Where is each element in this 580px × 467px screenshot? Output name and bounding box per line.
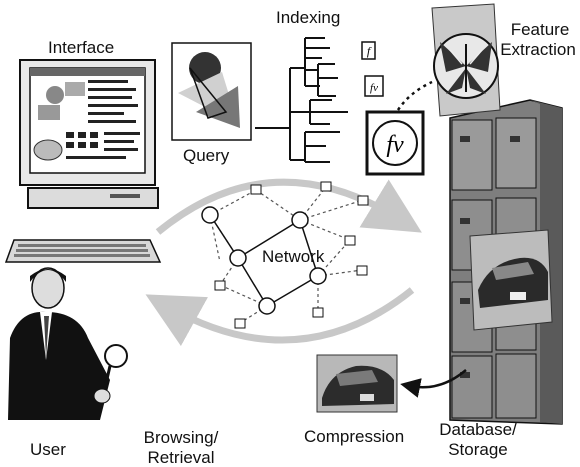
database-label-line1: Database/ [439,420,517,439]
feature-vector-text: fv [386,132,404,158]
network-label: Network [262,247,325,266]
query-label: Query [183,146,230,165]
user-figure-icon [8,267,128,420]
network-graph-icon [201,181,369,329]
small-f1-text: f [367,44,372,58]
browsing-arrow-top [155,178,422,235]
compression-arrow [400,369,467,398]
browsing-label-line1: Browsing/ [143,428,219,447]
feature-extraction-label-line2: Extraction [500,40,576,59]
browsing-label-line2: Retrieval [147,448,215,467]
query-image-icon [171,42,252,141]
small-f2-text: fv [370,82,378,94]
feature-symbol-small-2: fv [364,75,384,97]
retrieval-arrow-bottom [145,287,415,347]
feature-extraction-label-line1: Feature [510,20,570,39]
extraction-link [396,80,433,111]
computer-monitor-icon [4,59,162,263]
feature-symbol-small-1: f [361,41,376,60]
index-tree-icon [255,37,348,163]
interface-label: Interface [48,38,115,57]
compression-label: Compression [304,427,405,446]
user-label: User [30,440,66,459]
butterfly-image-icon [431,3,501,117]
indexing-label: Indexing [276,8,341,27]
compressed-car-image-icon [316,354,398,413]
car-image-icon [469,229,553,331]
database-label-line2: Storage [448,440,508,459]
feature-vector-box: fv [365,110,425,176]
